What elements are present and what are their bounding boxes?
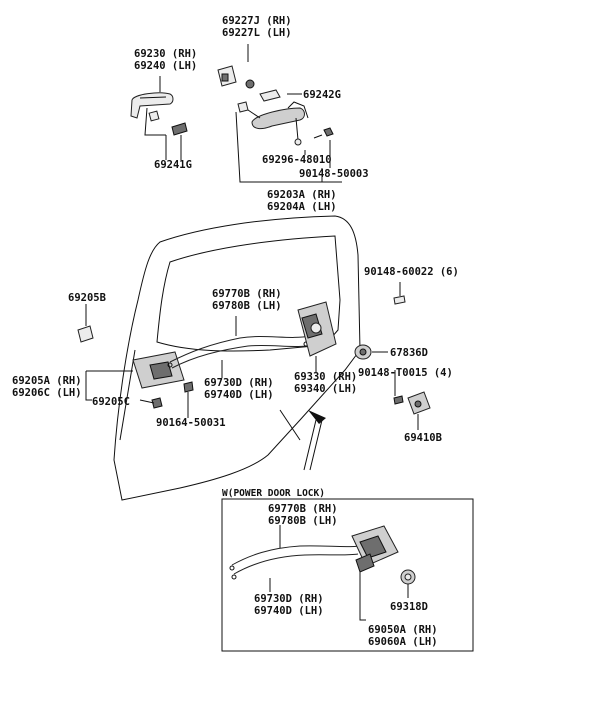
label-69740d-lh: 69740D (LH) [204, 389, 274, 401]
striker-69410 [393, 391, 431, 430]
clip-69205b [77, 304, 94, 343]
inset-label-69060a-lh: 69060A (LH) [368, 636, 438, 648]
pad-69242 [259, 89, 281, 102]
inset-panel [221, 498, 474, 652]
label-69330-rh: 69330 (RH) [294, 371, 357, 383]
inside-handle-69205 [132, 351, 185, 389]
label-69205c: 69205C [92, 396, 130, 408]
label-69770b-rh: 69770B (RH) [212, 288, 282, 300]
label-69340-lh: 69340 (LH) [294, 383, 357, 395]
outside-handle-69230 [130, 92, 174, 119]
label-69230-rh: 69230 (RH) [134, 48, 197, 60]
door-panel-outline [113, 215, 361, 501]
label-69206c-lh: 69206C (LH) [12, 387, 82, 399]
inset-pointer-arrow [303, 410, 326, 471]
inset-title: W(POWER DOOR LOCK) [222, 488, 325, 499]
label-69203a-rh: 69203A (RH) [267, 189, 337, 201]
inset-label-69740d-lh: 69740D (LH) [254, 605, 324, 617]
label-69242g: 69242G [303, 89, 341, 101]
label-69780b-lh: 69780B (LH) [212, 300, 282, 312]
handle-frame-69203 [237, 101, 309, 146]
label-69205a-rh: 69205A (RH) [12, 375, 82, 387]
inset-label-69780b-lh: 69780B (LH) [268, 515, 338, 527]
clip-69205c [151, 381, 194, 418]
label-90148-50003: 90148-50003 [299, 168, 369, 180]
lock-cylinder-69227 [217, 65, 255, 89]
inset-label-69050a-rh: 69050A (RH) [368, 624, 438, 636]
screw-90148 [313, 127, 334, 139]
label-69204a-lh: 69204A (LH) [267, 201, 337, 213]
label-69296: 69296-48010 [262, 154, 332, 166]
label-69241g: 69241G [154, 159, 192, 171]
label-69730d-rh: 69730D (RH) [204, 377, 274, 389]
label-90164-50031: 90164-50031 [156, 417, 226, 429]
label-90148-t0015: 90148-T0015 (4) [358, 367, 453, 379]
middle-leader-lines [85, 360, 396, 404]
label-69227-lh: 69227L (LH) [222, 27, 292, 39]
inset-label-69770b-rh: 69770B (RH) [268, 503, 338, 515]
inset-label-69730d-rh: 69730D (RH) [254, 593, 324, 605]
label-67836d: 67836D [390, 347, 428, 359]
label-69410b: 69410B [404, 432, 442, 444]
top-leader-lines [144, 44, 342, 183]
cable-69770 [167, 316, 311, 369]
label-90148-60022: 90148-60022 (6) [364, 266, 459, 278]
lock-assembly-69330 [297, 301, 337, 372]
label-69240-lh: 69240 (LH) [134, 60, 197, 72]
label-69227-rh: 69227J (RH) [222, 15, 292, 27]
grommet-67836 [354, 344, 388, 360]
inset-label-69318d: 69318D [390, 601, 428, 613]
screw-90148-60022 [393, 282, 406, 305]
label-69205b: 69205B [68, 292, 106, 304]
handle-cap-69241 [148, 110, 188, 136]
